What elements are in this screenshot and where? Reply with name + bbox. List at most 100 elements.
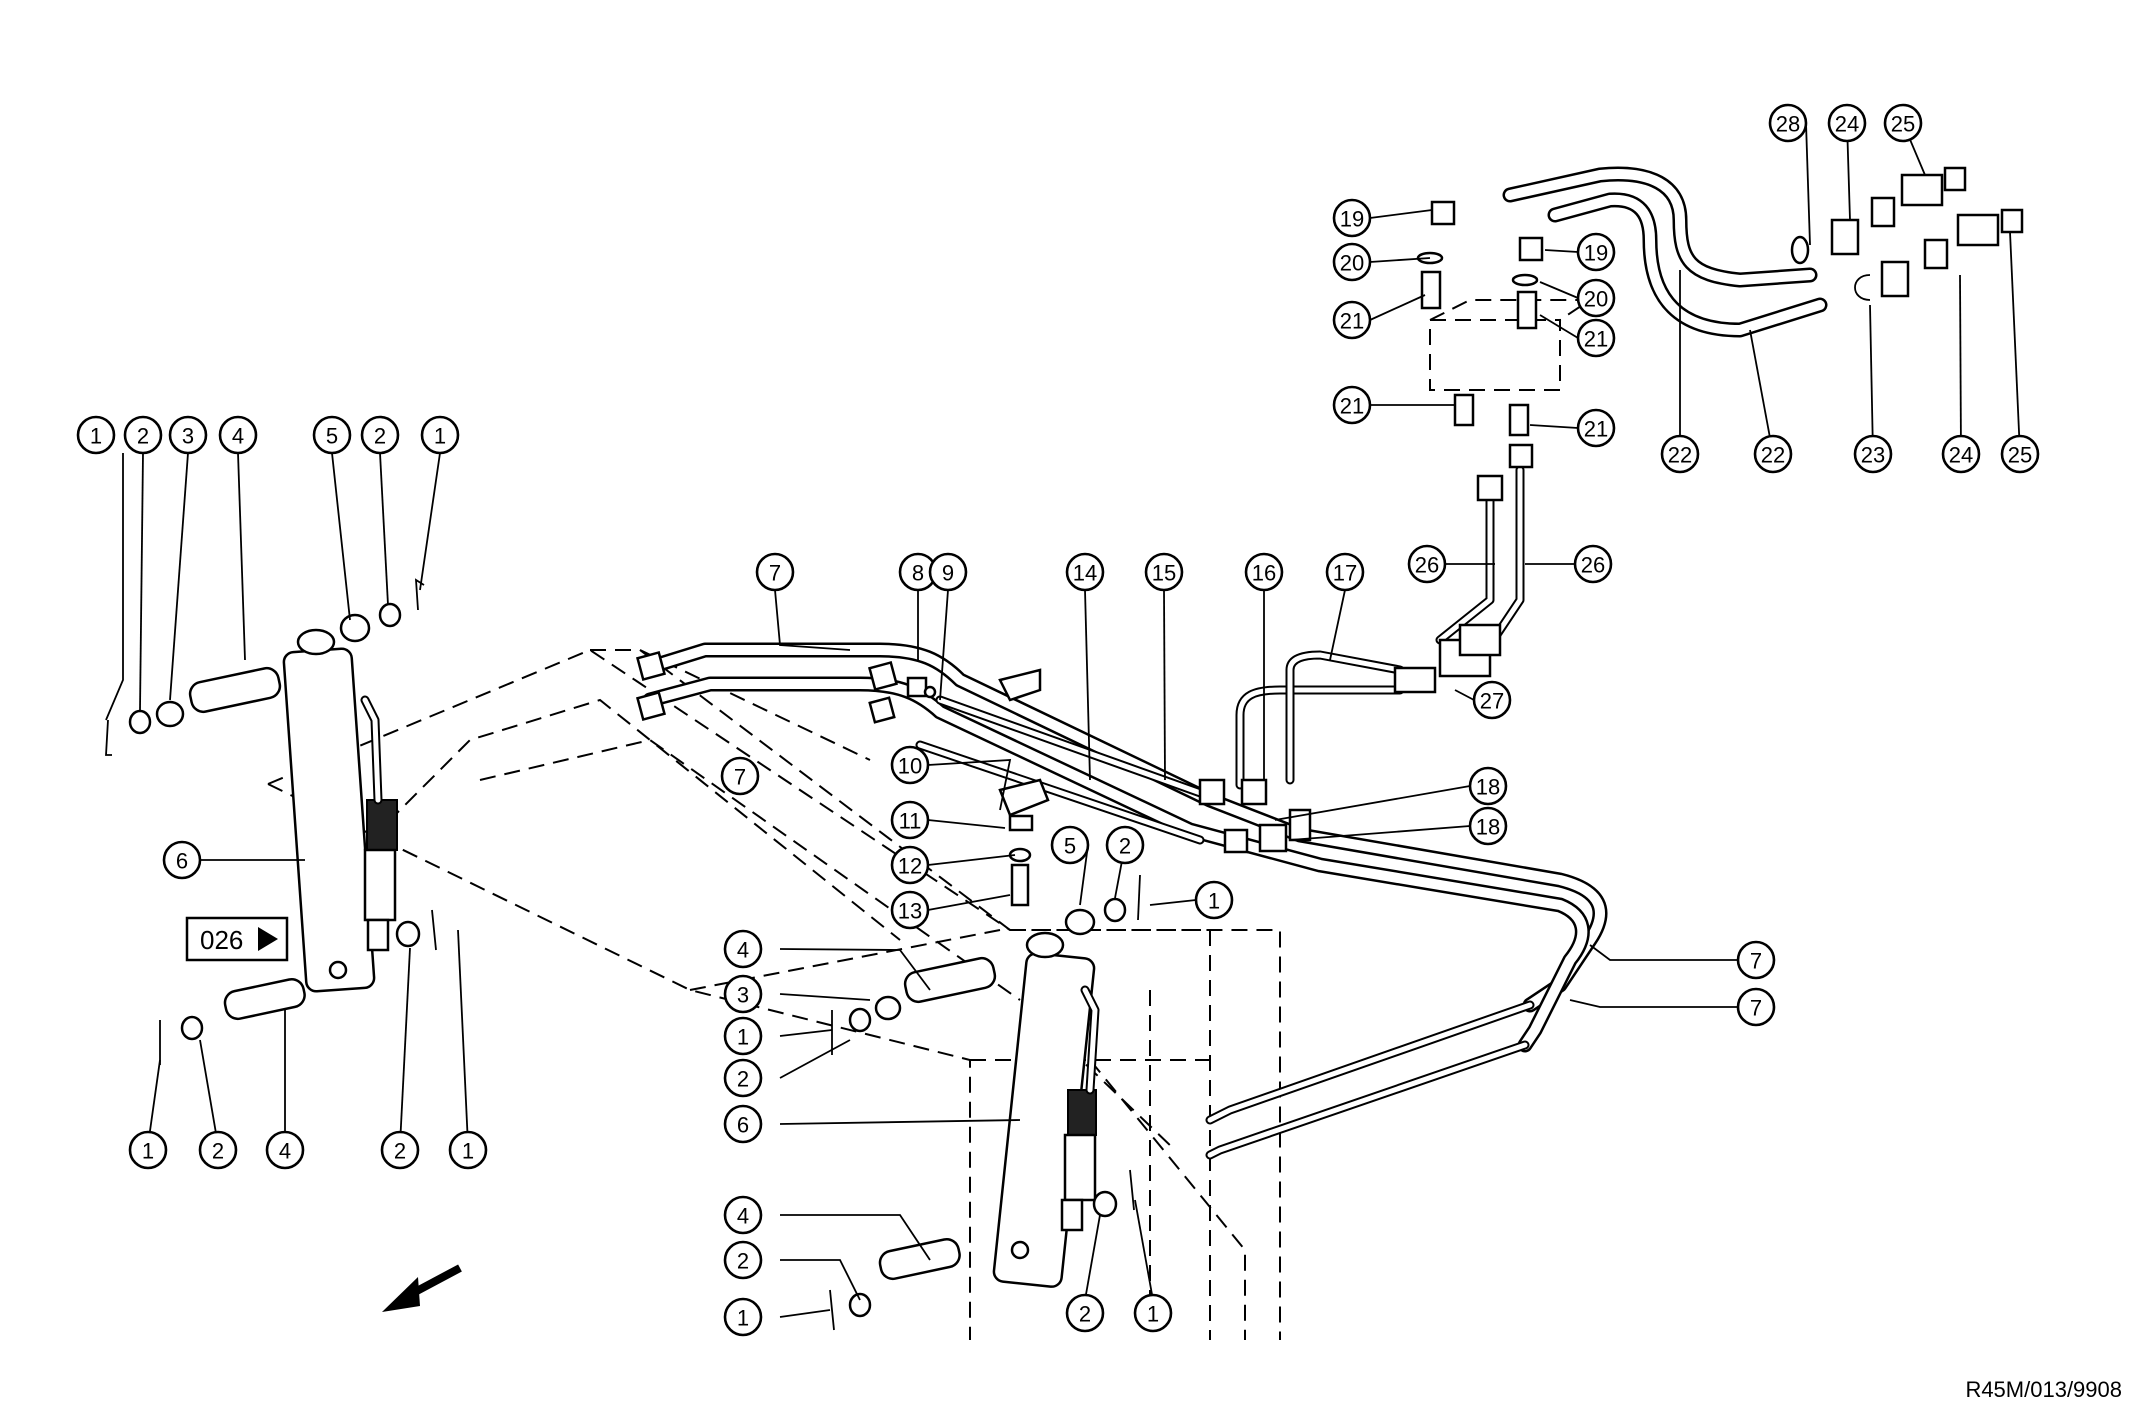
callout-badge: 6 <box>723 1104 763 1144</box>
callout-number: 26 <box>1581 553 1605 578</box>
callout-number: 2 <box>737 1249 749 1274</box>
callout-number: 23 <box>1861 443 1885 468</box>
callout-badge: 4 <box>723 1195 763 1235</box>
callout-number: 1 <box>1147 1302 1159 1327</box>
callout-number: 17 <box>1333 561 1357 586</box>
callout-number: 22 <box>1668 443 1692 468</box>
callout-number: 21 <box>1340 394 1364 419</box>
callout-number: 15 <box>1152 561 1176 586</box>
callout-number: 6 <box>737 1113 749 1138</box>
callout-number: 1 <box>462 1139 474 1164</box>
callout-number: 2 <box>137 424 149 449</box>
callout-number: 6 <box>176 849 188 874</box>
callout-badge: 13 <box>890 890 930 930</box>
callout-number: 3 <box>737 983 749 1008</box>
callout-number: 24 <box>1835 112 1859 137</box>
callout-badge: 2 <box>723 1240 763 1280</box>
callout-badge: 1 <box>723 1016 763 1056</box>
callout-badge: 10 <box>890 745 930 785</box>
callout-number: 8 <box>912 561 924 586</box>
callout-number: 1 <box>142 1139 154 1164</box>
front-arrow-icon <box>382 1264 462 1312</box>
callout-badge: 24 <box>1827 103 1867 143</box>
callout-badge: 26 <box>1573 544 1613 584</box>
callout-number: 16 <box>1252 561 1276 586</box>
callout-number: 1 <box>434 424 446 449</box>
callout-badge: 25 <box>2000 434 2040 474</box>
callout-number: 11 <box>899 809 922 834</box>
callout-badge: 1 <box>76 415 116 455</box>
callout-number: 21 <box>1584 327 1608 352</box>
callout-badge: 2 <box>360 415 400 455</box>
callout-number: 20 <box>1340 251 1364 276</box>
callout-number: 25 <box>2008 443 2032 468</box>
callout-badge: 24 <box>1941 434 1981 474</box>
callout-number: 14 <box>1073 561 1097 586</box>
callout-number: 21 <box>1340 309 1364 334</box>
callout-number: 9 <box>942 561 954 586</box>
callout-badge: 14 <box>1065 552 1105 592</box>
callout-badge: 11 <box>890 800 930 840</box>
drawing-id: R45M/013/9908 <box>1965 1377 2122 1402</box>
reference-marker: 026 <box>185 916 289 962</box>
callout-number: 4 <box>737 938 749 963</box>
callout-badge: 1 <box>448 1130 488 1170</box>
leader-lines <box>105 122 2021 1318</box>
callout-number: 22 <box>1761 443 1785 468</box>
callout-number: 24 <box>1949 443 1973 468</box>
callout-number: 13 <box>898 899 922 924</box>
callout-badge: 21 <box>1332 300 1372 340</box>
callout-badge: 26 <box>1407 544 1447 584</box>
callout-badge: 20 <box>1576 278 1616 318</box>
callout-badge: 1 <box>1133 1293 1173 1333</box>
triangle-right-icon <box>258 927 278 951</box>
callout-badge: 7 <box>755 552 795 592</box>
callout-badge: 2 <box>1065 1293 1105 1333</box>
callout-badge: 18 <box>1468 806 1508 846</box>
callout-badge: 2 <box>123 415 163 455</box>
callout-badge: 19 <box>1576 232 1616 272</box>
callout-badge: 3 <box>723 974 763 1014</box>
callout-number: 25 <box>1891 112 1915 137</box>
callout-badge: 16 <box>1244 552 1284 592</box>
callout-badge: 2 <box>723 1058 763 1098</box>
callout-badge: 25 <box>1883 103 1923 143</box>
callout-badge: 21 <box>1332 385 1372 425</box>
pins-and-washers <box>105 578 1141 1331</box>
callout-badge: 23 <box>1853 434 1893 474</box>
callout-number: 7 <box>1750 996 1762 1021</box>
callout-badge: 8 <box>898 552 938 592</box>
callout-badge: 17 <box>1325 552 1365 592</box>
callout-number: 1 <box>737 1025 749 1050</box>
callout-badge: 2 <box>198 1130 238 1170</box>
callout-badge: 27 <box>1472 680 1512 720</box>
callout-number: 5 <box>1064 834 1076 859</box>
callout-badge: 1 <box>420 415 460 455</box>
callout-number: 2 <box>737 1067 749 1092</box>
hydraulic-cylinder-left <box>282 628 398 993</box>
callout-badge: 6 <box>162 840 202 880</box>
callout-badge: 7 <box>720 756 760 796</box>
callout-number: 4 <box>737 1204 749 1229</box>
callout-number: 5 <box>326 424 338 449</box>
callout-number: 26 <box>1415 553 1439 578</box>
callout-number: 1 <box>1208 889 1220 914</box>
callout-badge: 20 <box>1332 242 1372 282</box>
callout-badge: 22 <box>1753 434 1793 474</box>
callout-badge: 9 <box>928 552 968 592</box>
callout-badge: 5 <box>1050 825 1090 865</box>
callout-number: 20 <box>1584 287 1608 312</box>
callout-number: 12 <box>898 854 922 879</box>
callout-badge: 5 <box>312 415 352 455</box>
callout-badge: 18 <box>1468 766 1508 806</box>
callout-badge: 12 <box>890 845 930 885</box>
callout-badge: 4 <box>218 415 258 455</box>
callout-number: 7 <box>734 765 746 790</box>
callout-number: 19 <box>1584 241 1608 266</box>
callout-number: 7 <box>769 561 781 586</box>
callout-badge: 7 <box>1736 940 1776 980</box>
callout-number: 10 <box>898 754 922 779</box>
fittings-and-clamps <box>635 166 2024 907</box>
